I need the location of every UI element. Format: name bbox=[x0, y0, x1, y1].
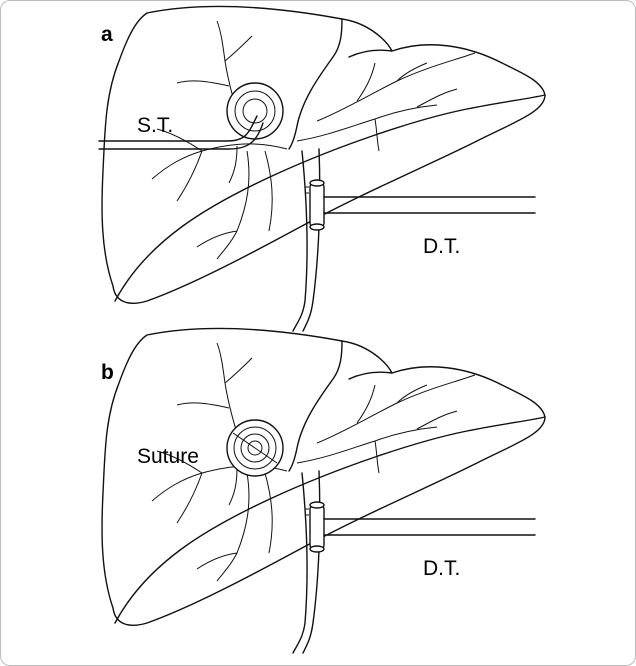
st-label: S.T. bbox=[137, 114, 173, 137]
dt-label-a: D.T. bbox=[423, 235, 460, 258]
panel-letter-b: b bbox=[101, 361, 114, 384]
dt-label-b: D.T. bbox=[423, 557, 460, 580]
duct-tube-segment bbox=[310, 505, 324, 549]
panel-b: b Suture D.T. bbox=[101, 328, 545, 653]
duct-tube-segment bbox=[310, 183, 324, 227]
suture-label: Suture bbox=[137, 445, 199, 468]
panel-letter-a: a bbox=[101, 23, 113, 46]
panel-a: a S.T. D.T. bbox=[99, 6, 545, 331]
